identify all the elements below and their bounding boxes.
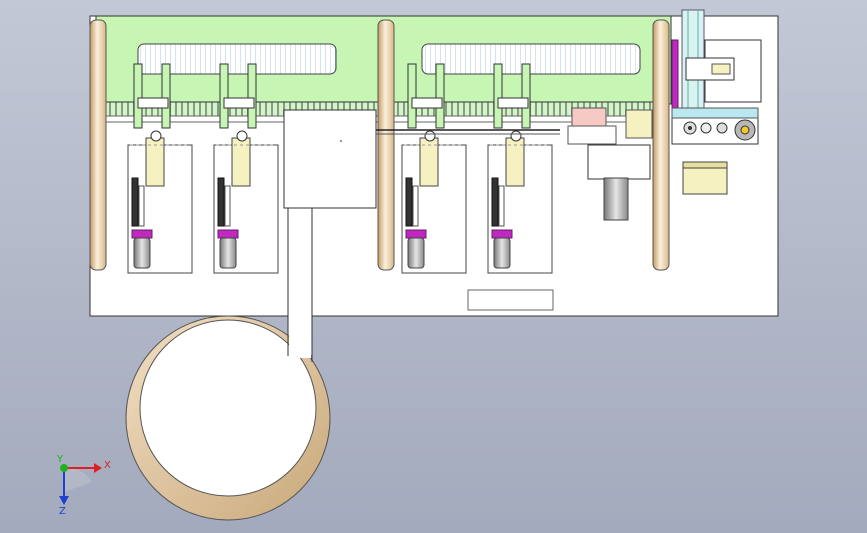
station-clamp-bridge-4 (497, 97, 529, 109)
x-axis-arrow (94, 463, 102, 473)
station-clamp-left-3 (407, 63, 417, 129)
beam-slot-left (137, 43, 337, 75)
station-nozzle-4 (491, 229, 513, 239)
station-guide-rod-2 (217, 177, 225, 227)
right-block-pink (571, 107, 607, 127)
station-clamp-right-1 (161, 63, 171, 129)
station-nozzle-1 (131, 229, 153, 239)
lower-slot-right (467, 289, 554, 311)
y-axis-dot (60, 464, 68, 472)
station-rod-sleeve-3 (412, 185, 419, 227)
station-cylinder-2 (219, 237, 237, 269)
z-axis-arrow (59, 496, 69, 505)
station-clamp-left-2 (219, 63, 229, 129)
station-clamp-right-2 (247, 63, 257, 129)
station-guide-rod-3 (405, 177, 413, 227)
station-nozzle-3 (405, 229, 427, 239)
station-cylinder-1 (133, 237, 151, 269)
post-middle (377, 19, 395, 271)
station-cylinder-4 (493, 237, 511, 269)
station-pulley-4 (510, 130, 522, 142)
station-nozzle-2 (217, 229, 239, 239)
post-right (652, 19, 670, 271)
station-pulley-1 (150, 130, 162, 142)
center-bracket (283, 109, 377, 209)
x-axis-label: X (104, 460, 111, 471)
station-guide-rod-4 (491, 177, 499, 227)
station-cylinder-3 (407, 237, 425, 269)
coordinate-triad: X Y Z (56, 454, 111, 517)
station-guide-rod-1 (131, 177, 139, 227)
magenta-strip (671, 39, 679, 113)
roller-3 (716, 122, 728, 134)
station-clamp-right-4 (521, 63, 531, 129)
station-clamp-bridge-2 (223, 97, 255, 109)
station-clamp-left-4 (493, 63, 503, 129)
right-cylinder (603, 177, 629, 221)
station-rod-sleeve-4 (498, 185, 505, 227)
feeder-bowl-inner (139, 319, 317, 497)
beam-slot-right (421, 43, 641, 75)
right-housing (587, 144, 651, 180)
station-clamp-bridge-3 (411, 97, 443, 109)
y-axis-label: Y (56, 454, 64, 465)
station-clamp-left-1 (133, 63, 143, 129)
right-block-yellow (625, 109, 653, 139)
station-rod-sleeve-1 (138, 185, 145, 227)
right-block-tan (567, 125, 617, 145)
station-clamp-right-3 (435, 63, 445, 129)
z-axis-label: Z (59, 506, 66, 517)
station-pulley-3 (424, 130, 436, 142)
roller-2 (700, 122, 712, 134)
station-rod-sleeve-2 (224, 185, 231, 227)
post-left (89, 19, 107, 271)
station-clamp-bridge-1 (137, 97, 169, 109)
station-pulley-2 (236, 130, 248, 142)
